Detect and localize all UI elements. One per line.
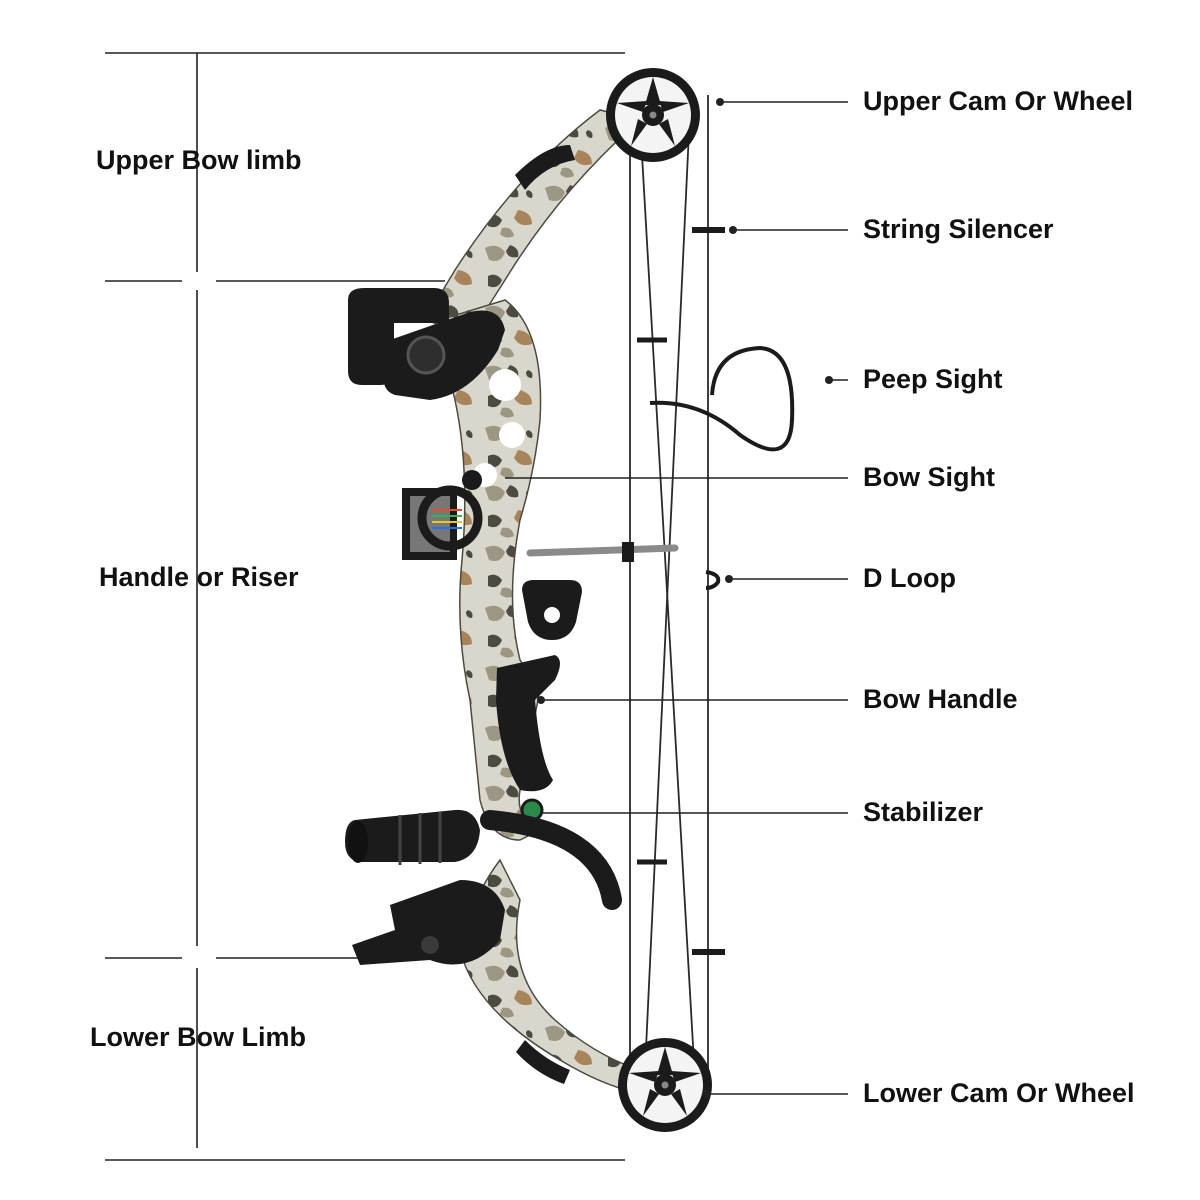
arrow-rest-clamp <box>622 542 634 562</box>
cable-cross-2 <box>644 109 691 1071</box>
quiver-mount-knob <box>406 335 446 375</box>
wrist-sling <box>480 810 622 910</box>
lower-quiver-mount <box>352 880 505 965</box>
limb-dampener-upper <box>515 145 575 190</box>
string-silencer-label: String Silencer <box>863 214 1054 244</box>
upper-cam-label: Upper Cam Or Wheel <box>863 86 1133 116</box>
upper-limb-label: Upper Bow limb <box>96 145 302 175</box>
dot-string-silencer <box>729 226 737 234</box>
quiver-cup <box>348 288 449 385</box>
stabilizer-body <box>345 809 480 862</box>
limb-dampener-lower <box>516 1040 570 1084</box>
bow-sight-ring <box>417 485 483 551</box>
bow-sight-label: Bow Sight <box>863 462 995 492</box>
dot-upper-cam <box>716 98 724 106</box>
upper-limb <box>423 109 642 336</box>
lower-cam <box>618 1038 712 1132</box>
bow-grip <box>496 655 560 792</box>
peep-sight-tube <box>649 345 795 452</box>
section-bracket <box>105 52 625 1161</box>
d-loop <box>705 570 721 590</box>
riser-label: Handle or Riser <box>99 562 299 592</box>
lower-mount-knob <box>421 936 439 954</box>
stabilizer-label: Stabilizer <box>863 797 984 827</box>
lower-cam-label: Lower Cam Or Wheel <box>863 1078 1135 1108</box>
riser-cutout-2 <box>499 422 525 448</box>
riser-cutout-1 <box>489 369 521 401</box>
whisker-rest-hole <box>544 607 560 623</box>
lower-limb-label: Lower Bow Limb <box>90 1022 306 1052</box>
sight-knob <box>462 470 482 490</box>
stabilizer-end <box>348 821 368 863</box>
d-loop-label: D Loop <box>863 563 956 593</box>
upper-cam <box>606 68 700 162</box>
peep-sight-label: Peep Sight <box>863 364 1003 394</box>
bow-illustration <box>345 68 795 1132</box>
bow-handle-label: Bow Handle <box>863 684 1018 714</box>
callout-leaders <box>505 98 848 1098</box>
arrow-rest-rod <box>526 544 679 557</box>
